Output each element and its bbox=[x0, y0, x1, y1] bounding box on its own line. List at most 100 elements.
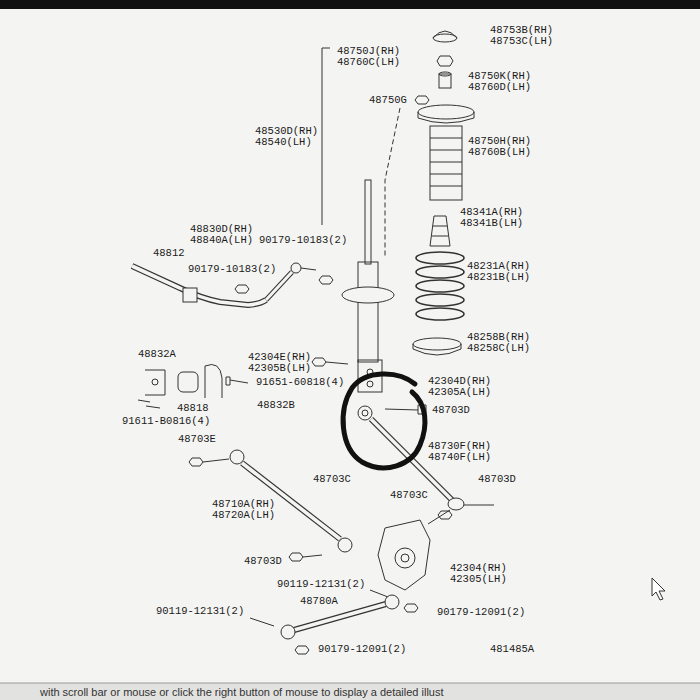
part-number: 91651-60818(4) bbox=[256, 376, 344, 388]
trailing-rod bbox=[362, 410, 368, 416]
part-number: 481485A bbox=[490, 643, 534, 655]
axle-carrier bbox=[395, 548, 415, 568]
spring-insulator bbox=[413, 338, 461, 350]
dust-boot bbox=[430, 126, 462, 200]
stabilizer-link bbox=[266, 272, 292, 300]
lower-arm bbox=[294, 604, 386, 630]
page-ground bbox=[0, 0, 700, 9]
coil-spring bbox=[416, 252, 464, 264]
stabilizer-bracket bbox=[226, 377, 230, 385]
part-number: 48750K(RH) bbox=[468, 70, 531, 82]
part-number: 48832B bbox=[257, 399, 295, 411]
shock-absorber bbox=[367, 381, 373, 387]
strut-upper-parts bbox=[437, 56, 453, 66]
strut-upper-parts bbox=[418, 112, 474, 123]
lower-arm bbox=[294, 604, 386, 630]
dust-boot bbox=[430, 162, 462, 163]
dust-boot bbox=[430, 138, 462, 139]
part-number: 48812 bbox=[153, 247, 185, 259]
part-number: 90179-10183(2) bbox=[188, 263, 276, 275]
stabilizer-bracket bbox=[138, 400, 150, 402]
part-number: 48753B(RH) bbox=[490, 24, 553, 36]
part-number: 48830D(RH) bbox=[190, 223, 253, 235]
spring-insulator bbox=[413, 344, 461, 355]
stabilizer-bracket bbox=[178, 372, 198, 392]
coil-spring bbox=[416, 252, 464, 320]
part-number: 48703D bbox=[432, 404, 470, 416]
part-number: 48750G bbox=[369, 94, 407, 106]
shock-absorber bbox=[342, 287, 394, 303]
dust-boot bbox=[430, 174, 462, 175]
lower-arm bbox=[404, 604, 418, 612]
dust-boot bbox=[430, 126, 462, 200]
stabilizer-bracket bbox=[145, 370, 165, 395]
stabilizer-bar bbox=[183, 288, 197, 302]
stabilizer-link bbox=[291, 263, 301, 273]
bump-stopper bbox=[430, 216, 450, 246]
part-number: 90179-12091(2) bbox=[437, 606, 525, 618]
part-number: 48730F(RH) bbox=[428, 440, 491, 452]
part-number: 90119-12131(2) bbox=[277, 578, 365, 590]
lateral-arm bbox=[189, 450, 352, 561]
page-ground bbox=[0, 683, 700, 700]
spring-insulator bbox=[413, 338, 461, 355]
strut-upper-parts bbox=[418, 105, 474, 119]
part-number: 48540(LH) bbox=[255, 136, 312, 148]
part-number: 48341A(RH) bbox=[460, 206, 523, 218]
part-number: 48703C bbox=[313, 473, 351, 485]
part-number: 90179-12091(2) bbox=[318, 643, 406, 655]
part-number: 48258C(LH) bbox=[467, 342, 530, 354]
stabilizer-bracket bbox=[152, 379, 158, 385]
lateral-arm bbox=[203, 459, 229, 462]
part-number: 48703D bbox=[478, 473, 516, 485]
dust-boot bbox=[430, 186, 462, 187]
mouse-cursor bbox=[652, 578, 665, 600]
part-number: 42305(LH) bbox=[450, 573, 507, 585]
part-number: 48703C bbox=[390, 489, 428, 501]
stabilizer-bracket bbox=[138, 365, 248, 409]
strut-bolts bbox=[385, 409, 418, 410]
part-number: 42305A(LH) bbox=[428, 386, 491, 398]
mouse-cursor bbox=[652, 578, 665, 600]
lower-arm bbox=[295, 646, 309, 654]
trailing-rod bbox=[438, 511, 452, 519]
hand-drawn-circle bbox=[343, 374, 425, 468]
part-number: 48740F(LH) bbox=[428, 451, 491, 463]
part-number: 48710A(RH) bbox=[212, 498, 275, 510]
part-number: 48818 bbox=[177, 402, 209, 414]
part-number: 42304E(RH) bbox=[248, 351, 311, 363]
lower-arm bbox=[250, 595, 418, 654]
part-number: 48258B(RH) bbox=[467, 331, 530, 343]
lower-arm bbox=[281, 625, 295, 639]
part-number: 48720A(LH) bbox=[212, 509, 275, 521]
lateral-arm bbox=[303, 555, 322, 557]
part-number: 48760C(LH) bbox=[337, 56, 400, 68]
footer-note: with scroll bar or mouse or click the ri… bbox=[40, 686, 444, 699]
page-ground bbox=[0, 683, 700, 684]
part-number: 48840A(LH) bbox=[190, 234, 253, 246]
axle-carrier bbox=[401, 554, 409, 562]
strut-bolts bbox=[326, 362, 348, 364]
part-number: 48760D(LH) bbox=[468, 81, 531, 93]
strut-upper-parts bbox=[415, 31, 474, 123]
trailing-rod bbox=[464, 505, 494, 506]
bump-stopper bbox=[433, 226, 447, 227]
part-number: 48231B(LH) bbox=[467, 271, 530, 283]
part-number: 42304(RH) bbox=[450, 562, 507, 574]
part-number: 90179-10183(2) bbox=[259, 234, 347, 246]
coil-spring bbox=[416, 266, 464, 278]
part-number: 48530D(RH) bbox=[255, 125, 318, 137]
lateral-arm bbox=[189, 458, 203, 466]
stabilizer-link bbox=[301, 268, 316, 270]
strut-upper-parts bbox=[415, 96, 429, 104]
trailing-rod bbox=[358, 406, 372, 420]
stabilizer-link bbox=[266, 272, 292, 300]
stabilizer-link bbox=[319, 276, 333, 284]
stabilizer-bracket bbox=[205, 365, 222, 399]
axle-carrier bbox=[370, 520, 430, 597]
part-number: 42304D(RH) bbox=[428, 375, 491, 387]
strut-upper-parts bbox=[439, 72, 451, 76]
